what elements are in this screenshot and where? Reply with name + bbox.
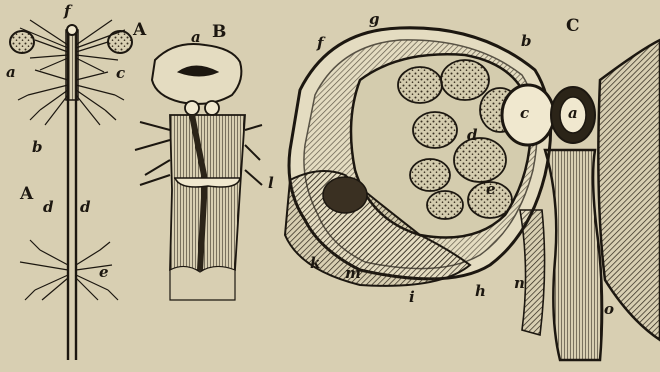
label-c-h: h (475, 284, 486, 299)
label-a-a: a (6, 65, 16, 80)
label-a-e: e (99, 265, 109, 280)
panel-label-a-lower: A (20, 186, 33, 203)
panel-label-a: A (133, 22, 146, 39)
label-a-d-right: d (80, 200, 91, 215)
label-c-l: l (268, 176, 274, 191)
panel-label-b: B (212, 24, 226, 41)
label-a-d-left: d (43, 200, 54, 215)
label-c-m: m (345, 266, 361, 281)
label-c-a: a (568, 106, 578, 121)
label-c-n: n (514, 276, 525, 291)
label-b-a: a (191, 30, 201, 45)
label-a-f: f (64, 4, 70, 19)
label-a-c: c (116, 66, 125, 81)
label-a-b: b (32, 140, 43, 155)
label-c-e: e (486, 182, 496, 197)
label-c-d: d (467, 128, 478, 143)
label-c-i: i (409, 290, 415, 305)
label-c-b: b (521, 34, 532, 49)
label-c-c: c (520, 106, 529, 121)
label-c-f: f (317, 36, 323, 51)
label-c-o: o (604, 302, 614, 317)
panel-label-c: C (566, 18, 580, 35)
figure-b-drawing (135, 44, 262, 300)
label-c-k: k (310, 256, 320, 271)
label-c-g: g (369, 12, 380, 27)
